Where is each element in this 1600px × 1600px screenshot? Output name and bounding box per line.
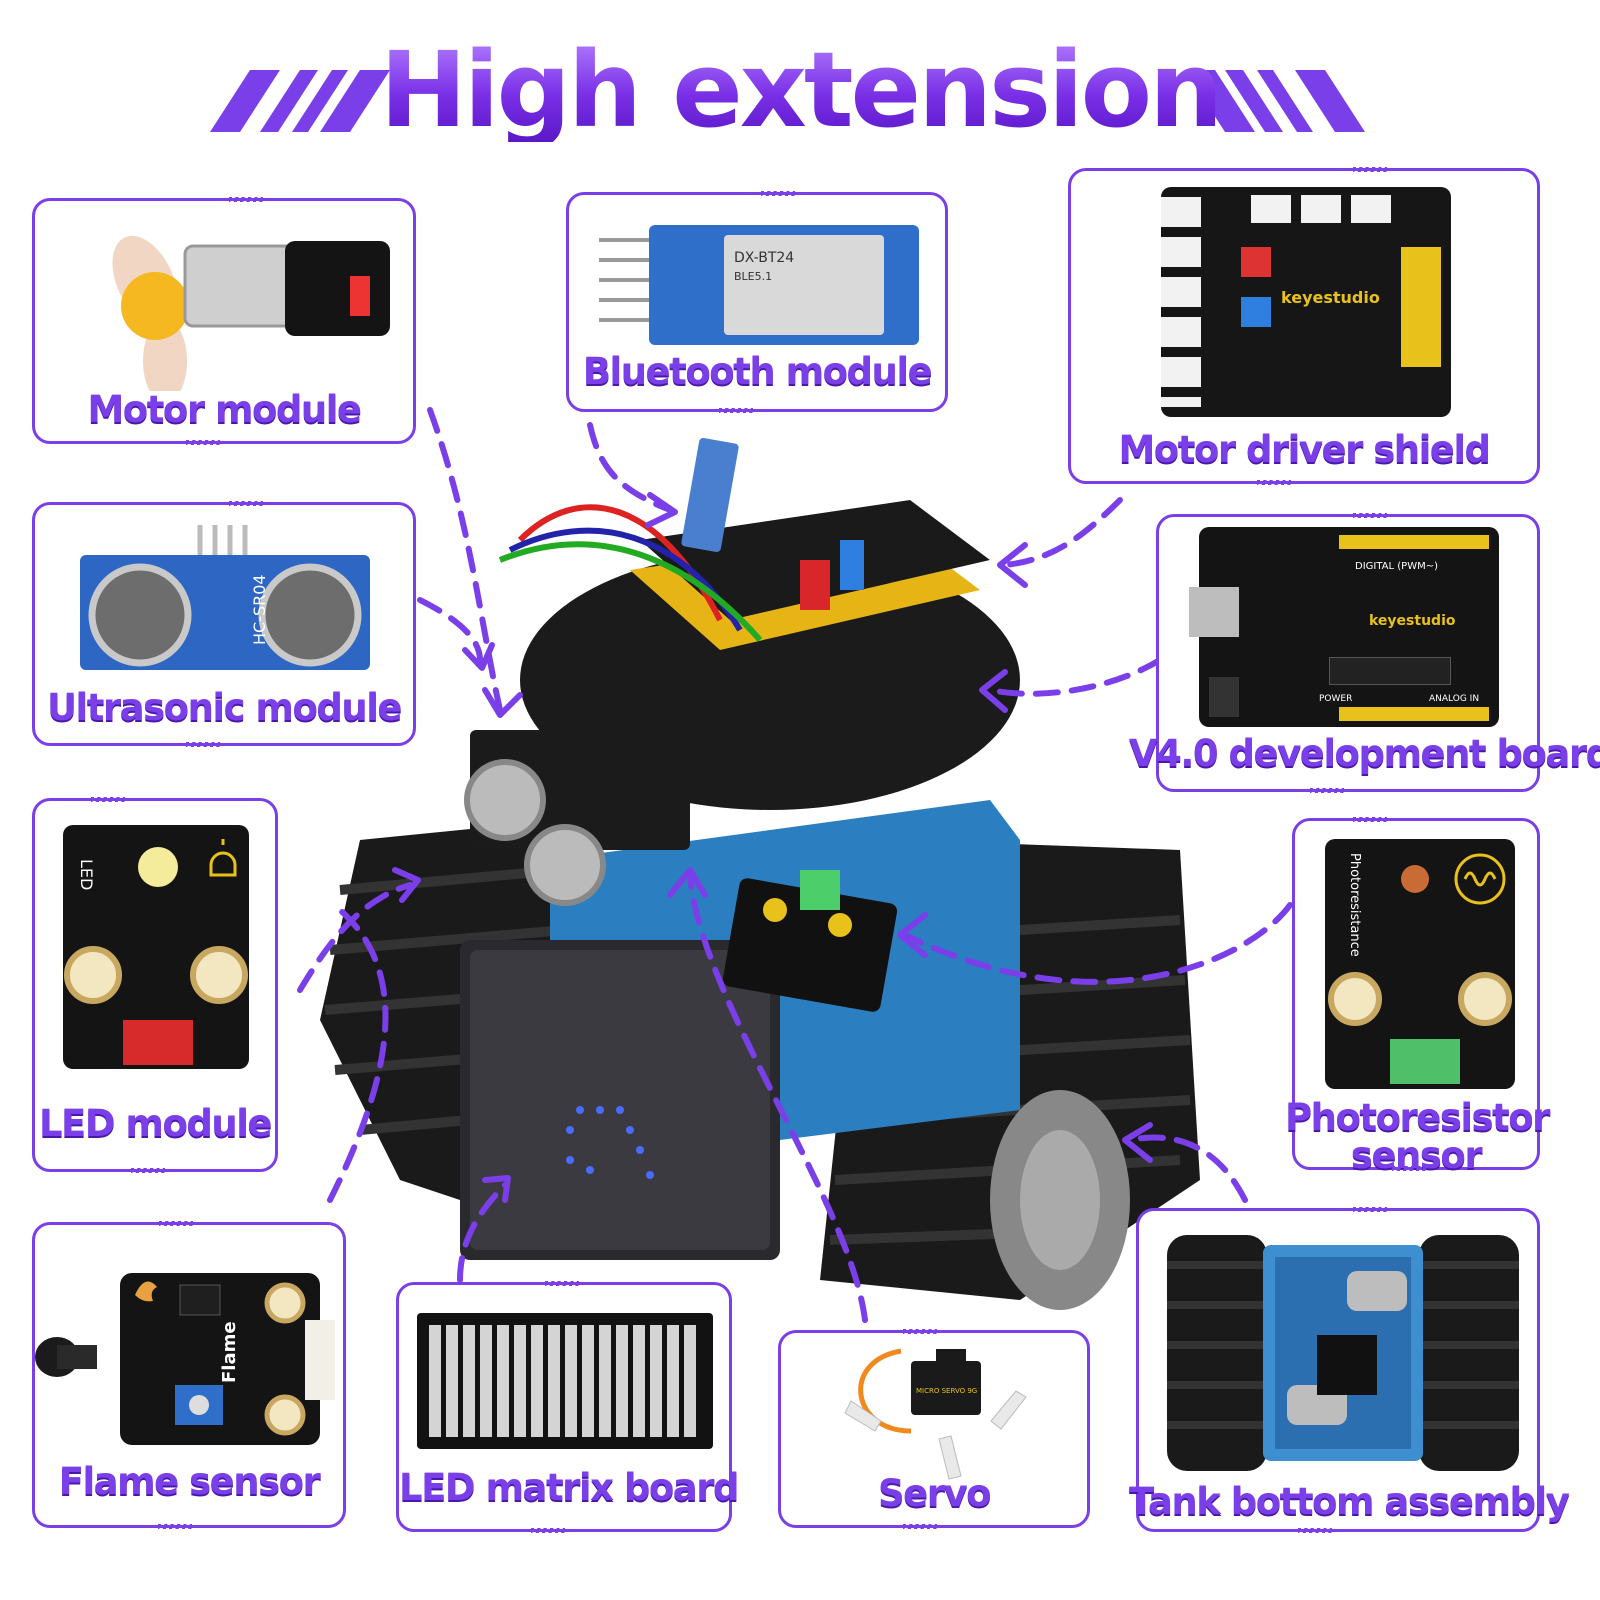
led-module-card: LED LED module xyxy=(32,797,278,1173)
ultrasonic-module-card: HC-SR04 Ultrasonic module xyxy=(32,501,416,747)
dashed-arrow-flame xyxy=(327,907,389,1203)
page-title: High extension xyxy=(0,38,1600,142)
dashed-arrow-driver xyxy=(1002,497,1123,568)
driver-brand-text: keyestudio xyxy=(1281,288,1380,307)
bt-version-text: BLE5.1 xyxy=(734,270,772,283)
photo-side-text: Photoresistance xyxy=(1347,853,1362,957)
flame-sensor-label: Flame sensor xyxy=(58,1460,321,1503)
board-digital-text: DIGITAL (PWM~) xyxy=(1355,561,1438,572)
led-bulb-icon xyxy=(138,847,178,887)
dashed-arrow-bluetooth xyxy=(587,422,673,513)
motor-module-card: Motor module xyxy=(32,197,416,445)
motor-module-label: Motor module xyxy=(87,388,362,431)
ultrasonic-module-image: HC-SR04 xyxy=(80,525,370,670)
bluetooth-module-card: DX-BT24 BLE5.1 Bluetooth module xyxy=(566,191,948,413)
photoresistor-label-line2: sensor xyxy=(1350,1134,1483,1177)
dashed-arrow-matrix xyxy=(457,1182,508,1283)
flame-sensor-image: Flame xyxy=(35,1273,335,1445)
motor-driver-shield-image: keyestudio xyxy=(1161,187,1451,417)
dashed-arrow-motor xyxy=(427,407,503,713)
servo-card: MICRO SERVO 9G Servo xyxy=(778,1329,1090,1529)
led-matrix-card: LED matrix board xyxy=(396,1281,739,1533)
board-analog-text: ANALOG IN xyxy=(1429,694,1479,704)
bluetooth-module-image: DX-BT24 BLE5.1 xyxy=(599,225,919,345)
tank-bottom-card: Tank bottom assembly xyxy=(1129,1207,1570,1533)
bluetooth-module-label: Bluetooth module xyxy=(582,350,933,393)
development-board-card: DIGITAL (PWM~) keyestudio POWER ANALOG I… xyxy=(1129,513,1600,793)
development-board-label: V4.0 development board xyxy=(1129,732,1600,775)
tank-bottom-image xyxy=(1167,1235,1519,1471)
servo-image: MICRO SERVO 9G xyxy=(844,1348,1027,1480)
servo-label: Servo xyxy=(877,1472,992,1515)
ultrasonic-model-text: HC-SR04 xyxy=(250,574,269,645)
photoresistor-label-line1: Photoresistor xyxy=(1285,1096,1550,1139)
motor-module-image xyxy=(112,235,390,391)
motor-driver-shield-card: keyestudio Motor driver shield xyxy=(1068,167,1540,485)
led-module-label: LED module xyxy=(38,1102,273,1145)
dashed-arrow-ultrasonic xyxy=(417,597,483,663)
dashed-arrow-tank xyxy=(1127,1134,1248,1203)
bt-model-text: DX-BT24 xyxy=(734,250,794,266)
title-stripes-left xyxy=(210,70,390,132)
flame-sensor-card: Flame Flame sensor xyxy=(32,1221,346,1529)
tank-bottom-label: Tank bottom assembly xyxy=(1129,1480,1570,1523)
board-brand-text: keyestudio xyxy=(1369,613,1456,629)
flame-icon xyxy=(135,1281,157,1302)
photoresistor-card: Photoresistance Photoresistor sensor xyxy=(1285,817,1550,1175)
photoresistor-image: Photoresistance xyxy=(1325,839,1515,1089)
led-symbol-icon xyxy=(209,839,237,877)
dashed-arrow-led xyxy=(297,882,413,993)
motor-driver-shield-label: Motor driver shield xyxy=(1118,428,1491,471)
robot-tank-illustration xyxy=(320,437,1200,1310)
servo-text: MICRO SERVO 9G xyxy=(916,1387,977,1395)
led-matrix-label: LED matrix board xyxy=(399,1466,739,1509)
wave-sensor-icon xyxy=(1454,853,1506,905)
led-module-image: LED xyxy=(63,825,249,1069)
led-matrix-image xyxy=(417,1313,713,1449)
title-stripes-right xyxy=(1185,70,1365,132)
led-side-text: LED xyxy=(77,859,96,890)
flame-side-text: Flame xyxy=(219,1321,240,1383)
dashed-arrow-servo xyxy=(687,872,868,1323)
ultrasonic-module-label: Ultrasonic module xyxy=(47,686,403,729)
dashed-arrow-photo xyxy=(902,902,1293,985)
development-board-image: DIGITAL (PWM~) keyestudio POWER ANALOG I… xyxy=(1189,527,1499,727)
board-power-text: POWER xyxy=(1319,694,1352,704)
dashed-arrow-board xyxy=(987,657,1163,697)
